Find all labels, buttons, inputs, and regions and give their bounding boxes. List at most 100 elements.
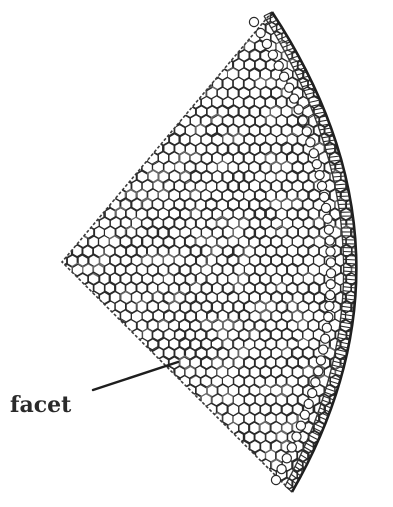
facet-cell	[78, 86, 89, 98]
facet-cell	[384, 227, 393, 239]
facet-cell	[126, 59, 137, 71]
facet-cell	[308, 468, 319, 480]
facet-cell	[184, 0, 195, 6]
facet-cell	[287, 208, 298, 220]
facet-cell	[94, 97, 105, 109]
facet-cell	[206, 496, 217, 507]
facet-cell	[56, 125, 67, 137]
facet-cell	[83, 152, 94, 164]
facet-cell	[372, 189, 383, 201]
facet-cell	[78, 366, 89, 378]
facet-cell	[357, 0, 368, 6]
facet-cell	[83, 468, 94, 480]
facet-cell	[72, 227, 83, 239]
facet-cell	[352, 394, 363, 406]
facet-cell	[50, 226, 61, 238]
facet-cell	[340, 133, 351, 145]
facet-cell	[368, 13, 379, 25]
facet-cell	[271, 162, 282, 174]
facet-cell	[158, 22, 169, 34]
facet-cell	[341, 394, 352, 406]
rim-lens	[277, 465, 286, 474]
facet-cell	[126, 469, 137, 481]
facet-cell	[250, 496, 261, 507]
facet-cell	[201, 22, 212, 34]
facet-cell	[77, 50, 88, 62]
facet-cell	[40, 264, 51, 276]
facet-cell	[357, 311, 368, 323]
facet-cell	[152, 385, 163, 397]
facet-cell	[93, 487, 104, 499]
facet-cell	[115, 22, 126, 34]
facet-cell	[61, 134, 72, 146]
facet-cell	[309, 22, 320, 34]
facet-cell	[373, 21, 384, 33]
facet-cell	[56, 105, 67, 117]
rim-lens	[317, 181, 326, 190]
facet-cell	[67, 180, 78, 192]
facet-cell	[356, 12, 367, 24]
facet-cell	[73, 375, 84, 387]
facet-cell	[61, 152, 72, 164]
facet-cell	[94, 357, 105, 369]
facet-cell	[174, 477, 185, 489]
facet-cell	[115, 469, 126, 481]
facet-cell	[218, 13, 229, 25]
facet-cell	[282, 496, 293, 507]
facet-cell	[110, 459, 121, 471]
facet-cell	[362, 207, 373, 219]
facet-cell	[94, 3, 105, 15]
facet-cell	[368, 87, 379, 99]
facet-cell	[388, 161, 393, 173]
facet-cell	[346, 32, 357, 44]
facet-cell	[378, 199, 389, 211]
facet-cell	[319, 22, 330, 34]
facet-cell	[357, 162, 368, 174]
facet-cell	[153, 421, 164, 433]
facet-cell	[379, 273, 390, 285]
facet-cell	[308, 3, 319, 15]
facet-cell	[314, 459, 325, 471]
facet-cell	[362, 301, 373, 313]
facet-cell	[137, 375, 148, 387]
facet-cell	[303, 478, 314, 490]
facet-cell	[277, 487, 288, 499]
facet-cell	[136, 468, 147, 480]
facet-cell	[190, 3, 201, 15]
facet-cell	[147, 40, 158, 52]
facet-cell	[368, 421, 379, 433]
facet-cell	[78, 125, 89, 137]
facet-cell	[313, 496, 324, 507]
facet-cell	[73, 77, 84, 89]
facet-cell	[89, 310, 100, 322]
facet-cell	[73, 357, 84, 369]
facet-cell	[67, 162, 78, 174]
facet-cell	[35, 310, 46, 322]
facet-cell	[132, 142, 143, 154]
facet-cell	[389, 87, 393, 99]
facet-cell	[325, 13, 336, 25]
facet-cell	[168, 468, 179, 480]
facet-cell	[78, 440, 89, 452]
facet-cell	[239, 478, 250, 490]
facet-cell	[164, 106, 175, 118]
facet-cell	[223, 3, 234, 15]
facet-cell	[168, 21, 179, 33]
facet-cell	[120, 31, 131, 43]
facet-cell	[336, 50, 347, 62]
facet-cell	[40, 133, 51, 145]
facet-cell	[378, 50, 389, 62]
facet-cell	[40, 357, 51, 369]
rim-lens	[290, 94, 299, 103]
facet-cell	[217, 459, 228, 471]
facet-cell	[384, 450, 393, 462]
facet-cell	[217, 50, 228, 62]
facet-cell	[45, 0, 56, 6]
facet-cell	[331, 412, 342, 424]
facet-cell	[329, 486, 340, 498]
facet-cell	[50, 263, 61, 275]
facet-cell	[329, 431, 340, 443]
rim-lens	[309, 149, 318, 158]
facet-cell	[41, 207, 52, 219]
facet-cell	[303, 32, 314, 44]
